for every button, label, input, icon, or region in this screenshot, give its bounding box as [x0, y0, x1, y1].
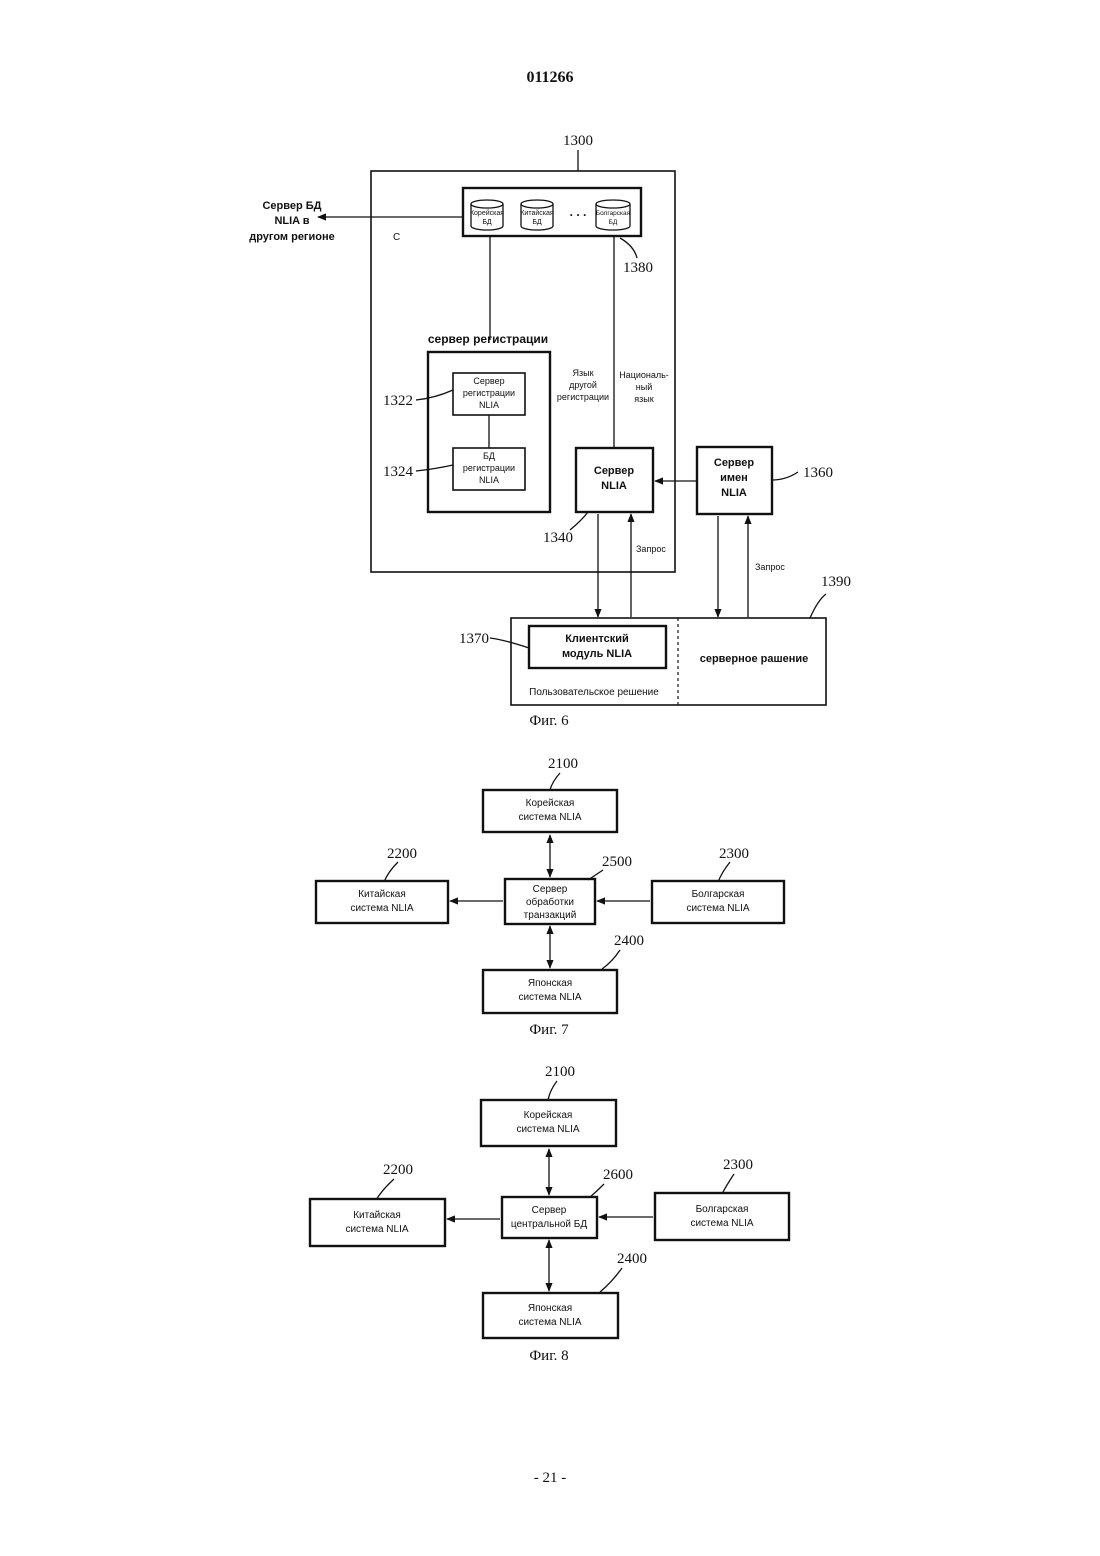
svg-text:Корейская: Корейская	[470, 209, 504, 217]
ref-1390: 1390	[821, 574, 851, 590]
ref-2300-fig7: 2300	[719, 846, 749, 862]
svg-text:БД: БД	[609, 219, 618, 226]
svg-text:БД: БД	[482, 219, 492, 226]
db-ellipsis: . . .	[570, 205, 587, 219]
svg-text:БД: БД	[532, 219, 542, 226]
svg-text:NLIA: NLIA	[479, 475, 499, 485]
svg-text:БД: БД	[483, 451, 495, 461]
svg-text:система NLIA: система NLIA	[345, 1224, 408, 1235]
svg-text:Язык: Язык	[572, 368, 593, 378]
svg-text:Сервер: Сервер	[473, 376, 504, 386]
svg-text:Болгарская: Болгарская	[692, 889, 745, 900]
svg-text:система NLIA: система NLIA	[518, 992, 581, 1003]
figure-7: 2100 Корейская система NLIA 2200 Китайск…	[316, 756, 784, 1038]
figure-7-caption: Фиг. 7	[529, 1022, 569, 1038]
chinese-system-fig8	[310, 1199, 445, 1246]
svg-text:Сервер БД: Сервер БД	[262, 200, 321, 212]
svg-text:Китайская: Китайская	[358, 889, 406, 900]
svg-text:транзакций: транзакций	[524, 910, 577, 921]
svg-text:язык: язык	[634, 394, 653, 404]
svg-text:система NLIA: система NLIA	[690, 1218, 753, 1229]
document-number: 011266	[526, 69, 573, 86]
svg-text:Болгарская: Болгарская	[696, 1204, 749, 1215]
svg-text:NLIA: NLIA	[479, 400, 499, 410]
svg-text:модуль NLIA: модуль NLIA	[562, 648, 632, 660]
ref-2600: 2600	[603, 1167, 633, 1183]
ref-2100-fig7: 2100	[548, 756, 578, 772]
svg-text:система NLIA: система NLIA	[516, 1124, 579, 1135]
svg-text:ный: ный	[636, 382, 652, 392]
ref-1340: 1340	[543, 530, 573, 546]
svg-text:другой: другой	[569, 380, 597, 390]
svg-text:система NLIA: система NLIA	[518, 812, 581, 823]
svg-text:Сервер: Сервер	[532, 1205, 567, 1216]
server-solution-label: серверное рашение	[700, 653, 809, 665]
page-number: - 21 -	[534, 1470, 567, 1486]
c-mark: C	[393, 232, 400, 243]
svg-text:Болгарская: Болгарская	[596, 210, 631, 217]
svg-text:Китайская: Китайская	[520, 209, 554, 217]
svg-text:NLIA: NLIA	[721, 487, 747, 499]
korean-system-fig7	[483, 790, 617, 832]
svg-text:Сервер: Сервер	[594, 465, 635, 477]
japanese-system-fig8	[483, 1293, 618, 1338]
user-solution-label: Пользовательское решение	[529, 687, 659, 698]
ref-2400-fig8: 2400	[617, 1251, 647, 1267]
ref-1322: 1322	[383, 393, 413, 409]
bulgarian-system-fig7	[652, 881, 784, 923]
svg-text:система NLIA: система NLIA	[350, 903, 413, 914]
svg-text:Китайская: Китайская	[353, 1210, 401, 1221]
registration-server-title: сервер регистрации	[428, 332, 548, 346]
request-label-1: Запрос	[636, 544, 666, 554]
figure-8-caption: Фиг. 8	[529, 1348, 568, 1364]
svg-text:Националь-: Националь-	[619, 370, 669, 380]
figure-8: 2100 Корейская система NLIA 2200 Китайск…	[310, 1064, 789, 1364]
ref-1300: 1300	[563, 133, 593, 149]
svg-text:регистрации: регистрации	[463, 388, 515, 398]
svg-text:регистрации: регистрации	[463, 463, 515, 473]
bulgarian-system-fig8	[655, 1193, 789, 1240]
ref-2200-fig8: 2200	[383, 1162, 413, 1178]
ref-1370: 1370	[459, 631, 489, 647]
svg-text:Корейская: Корейская	[526, 798, 575, 809]
request-label-2: Запрос	[755, 562, 785, 572]
svg-text:другом регионе: другом регионе	[249, 231, 335, 243]
svg-text:NLIA в: NLIA в	[274, 215, 309, 227]
ref-2300-fig8: 2300	[723, 1157, 753, 1173]
svg-text:имен: имен	[720, 472, 748, 484]
svg-text:Японская: Японская	[528, 978, 572, 989]
central-db-server-2600	[502, 1197, 597, 1238]
svg-text:система NLIA: система NLIA	[686, 903, 749, 914]
svg-text:NLIA: NLIA	[601, 480, 627, 492]
korean-system-fig8	[481, 1100, 616, 1146]
svg-text:центральной БД: центральной БД	[511, 1219, 587, 1230]
ref-2400-fig7: 2400	[614, 933, 644, 949]
ref-1324: 1324	[383, 464, 414, 480]
ref-1380: 1380	[623, 260, 653, 276]
figure-6: 1300 Сервер БД NLIA в другом регионе C К…	[249, 133, 851, 729]
ref-1360: 1360	[803, 465, 833, 481]
svg-text:Корейская: Корейская	[524, 1110, 573, 1121]
svg-text:обработки: обработки	[526, 896, 574, 908]
svg-text:Сервер: Сервер	[533, 884, 568, 895]
ref-2100-fig8: 2100	[545, 1064, 575, 1080]
chinese-system-fig7	[316, 881, 448, 923]
svg-text:Сервер: Сервер	[714, 457, 755, 469]
svg-text:система NLIA: система NLIA	[518, 1317, 581, 1328]
svg-text:регистрации: регистрации	[557, 392, 609, 402]
ref-2500: 2500	[602, 854, 632, 870]
svg-text:Японская: Японская	[528, 1303, 572, 1314]
figure-6-caption: Фиг. 6	[529, 713, 569, 729]
ref-2200-fig7: 2200	[387, 846, 417, 862]
svg-text:Клиентский: Клиентский	[565, 633, 629, 645]
external-db-server-label: Сервер БД NLIA в другом регионе	[249, 200, 335, 243]
